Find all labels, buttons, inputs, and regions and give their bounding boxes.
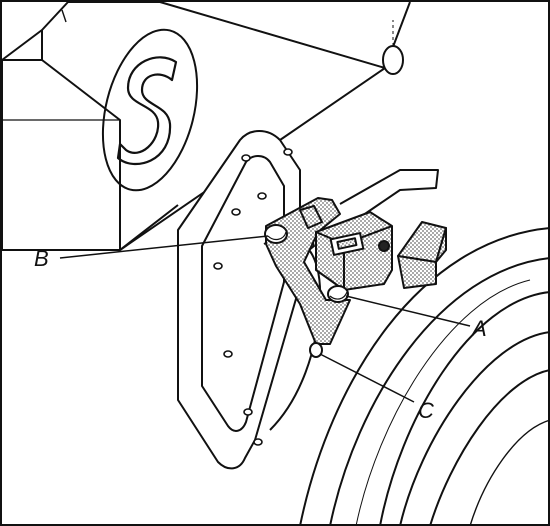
magnet-block: [397, 221, 447, 289]
screw-c: [309, 342, 323, 358]
leader-lines: [59, 235, 471, 403]
s-letter: [116, 56, 178, 166]
wheel: [299, 227, 550, 526]
s-emblem: [101, 28, 199, 192]
callout-a: A: [470, 316, 487, 341]
sensor-block: [315, 211, 393, 291]
leader-line-a: [345, 295, 471, 327]
leader-line-c: [319, 353, 415, 403]
top-bolt: [382, 45, 404, 75]
callout-b: B: [34, 246, 49, 271]
screw-a: [327, 285, 349, 303]
plate-bolts: [213, 148, 293, 446]
screw-b: [264, 224, 288, 244]
leader-line-b: [59, 235, 269, 259]
callout-c: C: [418, 398, 434, 423]
rod: [339, 169, 439, 221]
